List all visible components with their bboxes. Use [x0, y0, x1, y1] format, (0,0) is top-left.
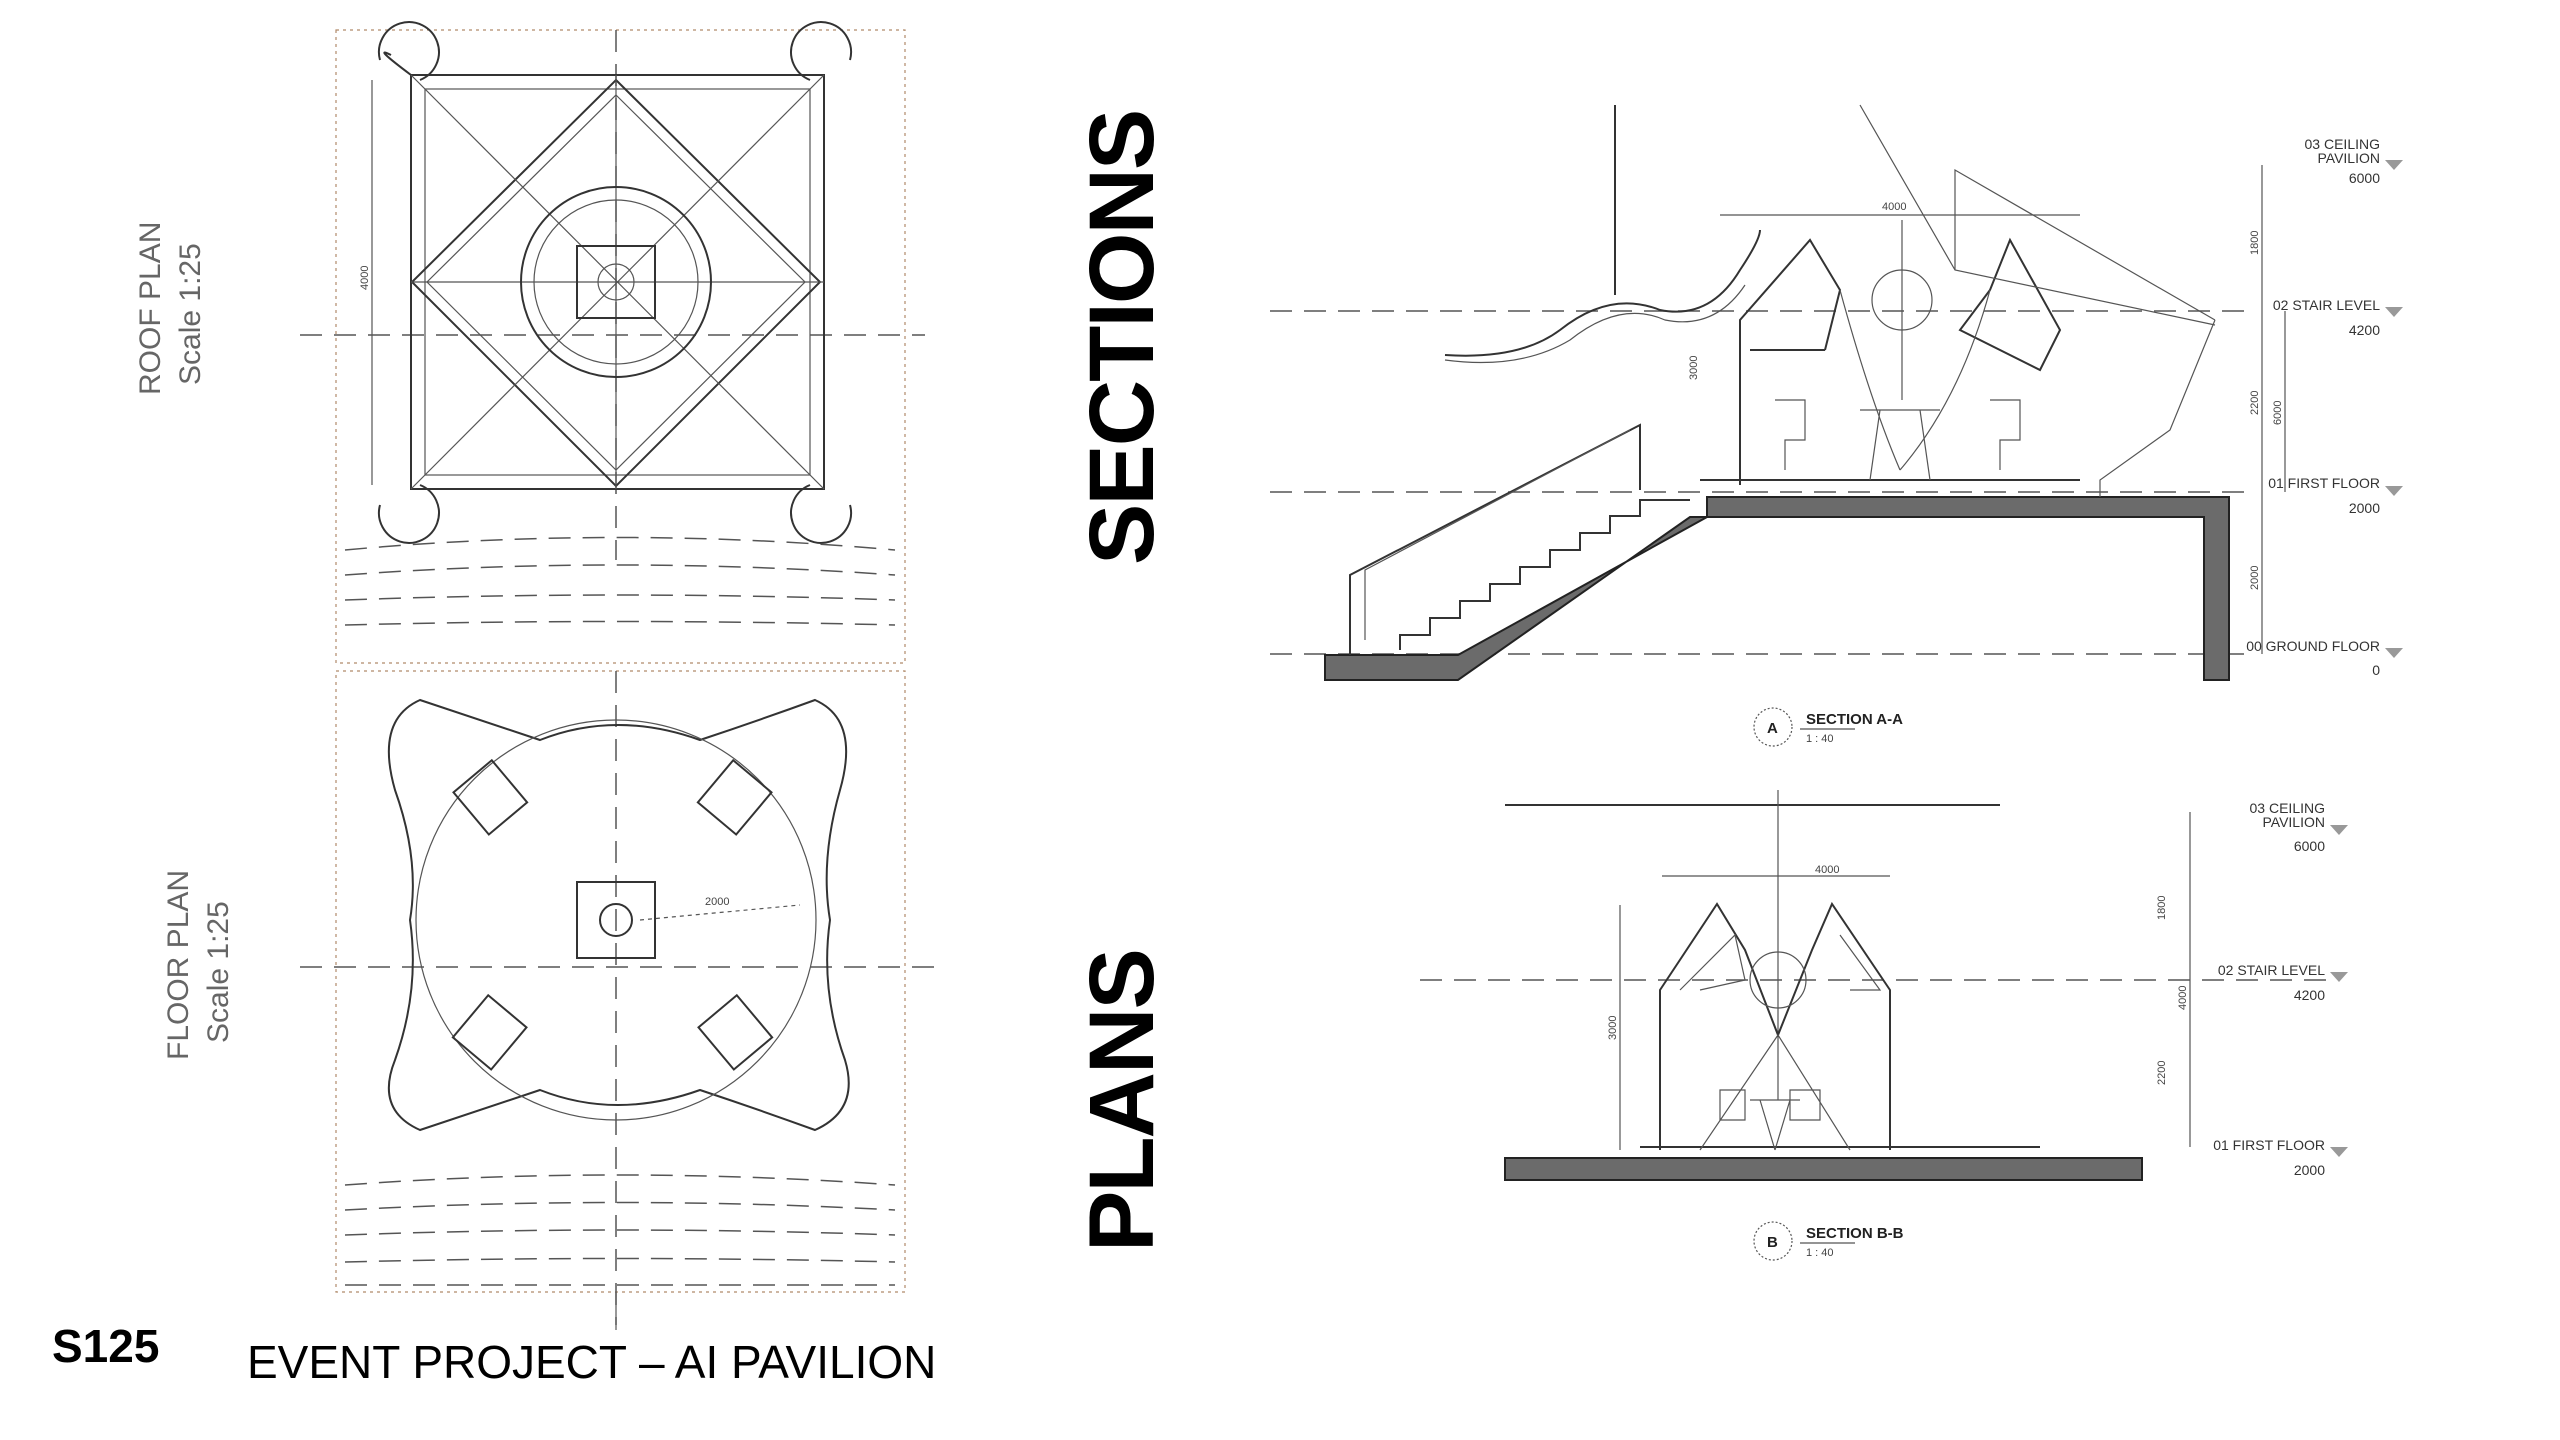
section-b-marker: B	[1767, 1234, 1778, 1251]
level-label: 01 FIRST FLOOR	[2268, 475, 2380, 491]
section-b-dim-4000: 4000	[2177, 986, 2189, 1010]
roof-plan-drawing: 4000	[300, 21, 925, 664]
level-value: 6000	[2349, 170, 2380, 186]
level-value: 4200	[2349, 322, 2380, 338]
section-a-dim-2200: 2200	[2249, 391, 2261, 415]
level-label: 01 FIRST FLOOR	[2213, 1137, 2325, 1153]
roof-width-dimension: 4000	[359, 266, 371, 290]
level-value: 0	[2372, 662, 2380, 678]
level-value: 2000	[2349, 500, 2380, 516]
sheet-number: S125	[52, 1320, 159, 1372]
level-label: 00 GROUND FLOOR	[2246, 638, 2380, 654]
section-b-width-dimension: 4000	[1815, 864, 1839, 876]
section-a-scale: 1 : 40	[1806, 733, 1834, 745]
level-value: 4200	[2294, 987, 2325, 1003]
section-b-dim-1800: 1800	[2156, 896, 2168, 920]
section-a-dim-1800: 1800	[2249, 231, 2261, 255]
floor-plan-drawing: 2000	[300, 670, 940, 1330]
level-value: 6000	[2294, 838, 2325, 854]
section-a-title: SECTION A-A	[1806, 711, 1903, 728]
plans-heading: PLANS	[1071, 950, 1173, 1252]
level-label: 03 CEILING	[2250, 800, 2325, 816]
level-label: 02 STAIR LEVEL	[2273, 297, 2380, 313]
section-a-height-dimension: 3000	[1688, 356, 1700, 380]
level-label: PAVILION	[2262, 814, 2325, 830]
section-b-levels: 03 CEILING PAVILION 6000 02 STAIR LEVEL …	[2213, 800, 2348, 1178]
roof-plan-label: ROOF PLAN	[134, 222, 167, 395]
section-a-dim-6000: 6000	[2272, 401, 2284, 425]
floor-plan-scale: Scale 1:25	[202, 901, 235, 1043]
section-b-title: SECTION B-B	[1806, 1225, 1904, 1242]
section-b-dim-2200: 2200	[2156, 1061, 2168, 1085]
section-a-tag: A SECTION A-A 1 : 40	[1753, 707, 1903, 747]
section-b-tag: B SECTION B-B 1 : 40	[1753, 1221, 1904, 1261]
sections-heading: SECTIONS	[1071, 111, 1173, 565]
section-b-height-dimension: 3000	[1607, 1016, 1619, 1040]
section-b-scale: 1 : 40	[1806, 1247, 1834, 1259]
level-value: 2000	[2294, 1162, 2325, 1178]
roof-plan-scale: Scale 1:25	[174, 243, 207, 385]
section-b-drawing: 4000 3000 1800 2200 4000	[1420, 790, 2340, 1181]
section-a-marker: A	[1767, 720, 1778, 737]
floor-radius-dimension: 2000	[705, 896, 729, 908]
level-label: PAVILION	[2317, 150, 2380, 166]
section-a-dim-2000: 2000	[2249, 566, 2261, 590]
section-a-width-dimension: 4000	[1882, 201, 1906, 213]
level-label: 03 CEILING	[2305, 136, 2380, 152]
section-a-levels: 03 CEILING PAVILION 6000 02 STAIR LEVEL …	[2246, 136, 2403, 678]
sheet-title: EVENT PROJECT – AI PAVILION	[247, 1336, 936, 1388]
section-a-drawing: 4000 3000 1800 2200 2000 6000	[1270, 104, 2286, 681]
level-label: 02 STAIR LEVEL	[2218, 962, 2325, 978]
floor-plan-label: FLOOR PLAN	[162, 870, 195, 1060]
